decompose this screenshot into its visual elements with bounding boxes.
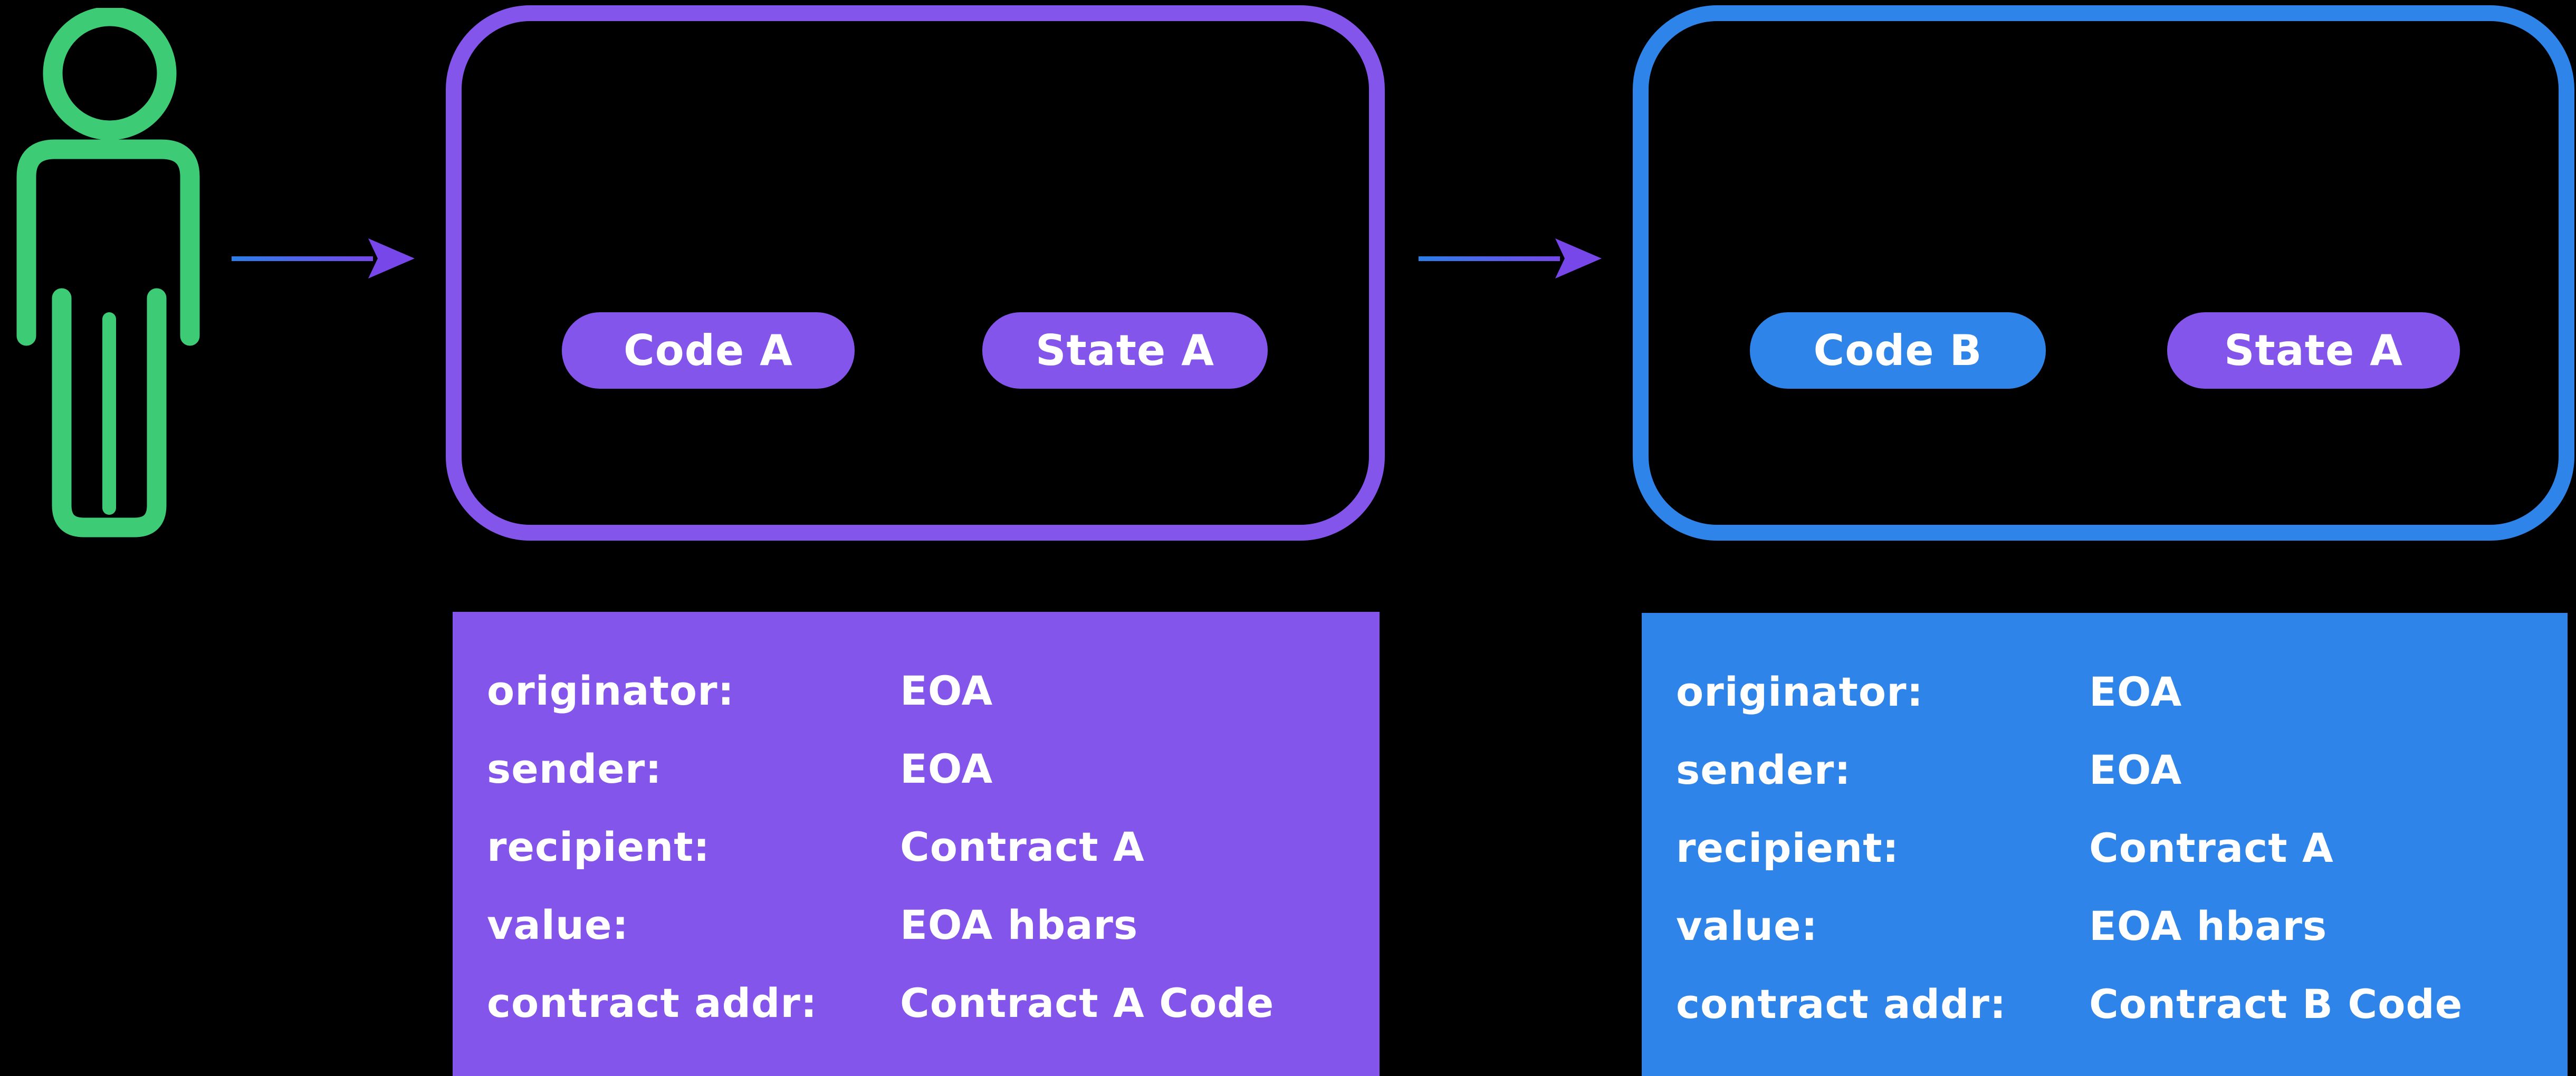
tx-field-label: originator: <box>1676 668 1924 715</box>
contract-a-box <box>446 5 1385 541</box>
transaction-a-panel: originator: EOA sender: EOA recipient: C… <box>453 612 1380 1076</box>
tx-row: sender: EOA <box>1676 731 2568 809</box>
code-a-pill-label: Code A <box>624 326 793 375</box>
tx-field-value: EOA <box>900 745 993 792</box>
tx-row: contract addr: Contract B Code <box>1676 965 2568 1043</box>
tx-row: originator: EOA <box>1676 652 2568 731</box>
tx-field-value: EOA hbars <box>900 901 1138 948</box>
tx-field-value: EOA <box>2089 746 2182 793</box>
code-b-pill: Code B <box>1750 312 2046 389</box>
person-outline-icon <box>16 8 200 537</box>
tx-field-label: value: <box>1676 902 1818 949</box>
tx-field-label: sender: <box>487 745 662 792</box>
tx-row: sender: EOA <box>487 729 1380 808</box>
tx-row: originator: EOA <box>487 651 1380 729</box>
tx-field-value: EOA <box>900 667 993 714</box>
tx-row: recipient: Contract A <box>487 808 1380 886</box>
tx-field-label: recipient: <box>487 823 710 870</box>
tx-field-label: value: <box>487 901 629 948</box>
contract-b-box <box>1633 5 2574 541</box>
tx-field-label: recipient: <box>1676 824 1899 871</box>
tx-field-value: Contract B Code <box>2089 980 2463 1027</box>
tx-field-value: EOA hbars <box>2089 902 2328 949</box>
tx-field-label: sender: <box>1676 746 1851 793</box>
state-a-pill-label: State A <box>1035 326 1215 375</box>
code-b-pill-label: Code B <box>1813 326 1983 375</box>
tx-field-label: originator: <box>487 667 735 714</box>
right-arrow-icon <box>1419 238 1602 278</box>
tx-field-label: contract addr: <box>1676 980 2007 1027</box>
tx-row: value: EOA hbars <box>487 886 1380 964</box>
transaction-b-panel: originator: EOA sender: EOA recipient: C… <box>1642 613 2568 1076</box>
tx-field-label: contract addr: <box>487 979 818 1026</box>
state-a-pill: State A <box>982 312 1268 389</box>
tx-field-value: EOA <box>2089 668 2182 715</box>
tx-row: value: EOA hbars <box>1676 887 2568 965</box>
tx-field-value: Contract A Code <box>900 979 1275 1026</box>
right-arrow-icon <box>232 238 415 278</box>
tx-field-value: Contract A <box>900 823 1145 870</box>
code-a-pill: Code A <box>562 312 855 389</box>
tx-row: recipient: Contract A <box>1676 809 2568 887</box>
tx-field-value: Contract A <box>2089 824 2334 871</box>
state-a-pill: State A <box>2167 312 2460 389</box>
tx-row: contract addr: Contract A Code <box>487 964 1380 1042</box>
state-a-pill-label: State A <box>2224 326 2403 375</box>
